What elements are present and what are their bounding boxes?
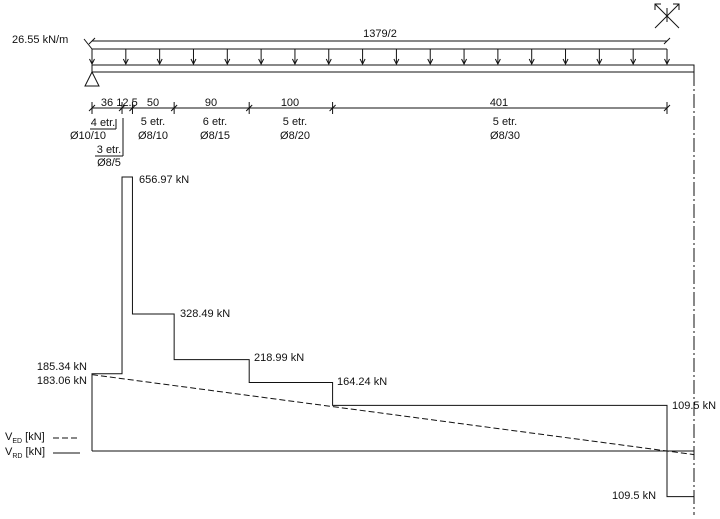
- vrd-label-5: 164.24 kN: [337, 376, 387, 388]
- load-arrow: [427, 49, 434, 66]
- load-arrow: [528, 49, 535, 66]
- load-arrow: [630, 49, 637, 66]
- ved-label-start: 183.06 kN: [37, 375, 87, 387]
- vrd-label-start: 185.34 kN: [37, 361, 87, 373]
- load-arrows: [89, 49, 670, 66]
- legend-vrd: VRD [kN]: [5, 446, 45, 460]
- span-dim-6: 401: [490, 97, 508, 109]
- stirrup-spec-2: Ø8/5: [97, 157, 121, 169]
- stirrup-spec-3: Ø8/10: [138, 130, 168, 142]
- stirrup-count-2: 3 etr.: [97, 144, 121, 156]
- load-label: 26.55 kN/m: [12, 34, 68, 46]
- load-arrow: [325, 49, 332, 66]
- stirrup-count-5: 5 etr.: [283, 116, 307, 128]
- vrd-envelope: [91, 176, 694, 498]
- load-arrow: [156, 49, 163, 66]
- span-dim-5: 100: [281, 97, 299, 109]
- span-dim-4: 90: [205, 97, 217, 109]
- legend-ved: VED [kN]: [5, 431, 45, 445]
- span-dim-2: 12.5: [116, 97, 137, 109]
- stirrup-spec-5: Ø8/20: [280, 130, 310, 142]
- stirrup-dimension-ticks: [88, 102, 671, 114]
- load-arrow: [122, 49, 129, 66]
- vrd-label-end: 109.5 kN: [672, 400, 716, 412]
- stirrup-count-4: 6 etr.: [203, 116, 227, 128]
- load-leader: [83, 38, 93, 50]
- half-length-label: 1379/2: [363, 28, 397, 40]
- span-dim-3: 50: [147, 97, 159, 109]
- legend: VED [kN] VRD [kN]: [5, 431, 80, 460]
- vrd-label-4: 218.99 kN: [254, 352, 304, 364]
- load-arrow: [291, 49, 298, 66]
- load-arrow: [258, 49, 265, 66]
- load-arrow: [224, 49, 231, 66]
- span-dim-1: 36: [101, 97, 113, 109]
- half-length-tick-right: [663, 37, 671, 45]
- ved-label-end: 109.5 kN: [612, 490, 656, 502]
- load-arrow: [190, 49, 197, 66]
- load-arrow: [393, 49, 400, 66]
- beam: [91, 64, 695, 73]
- stirrup-spec-4: Ø8/15: [200, 130, 230, 142]
- load-arrow: [494, 49, 501, 66]
- stirrup-count-3: 5 etr.: [141, 116, 165, 128]
- load-arrow: [461, 49, 468, 66]
- vrd-label-3: 328.49 kN: [180, 308, 230, 320]
- load-arrow: [562, 49, 569, 66]
- ved-line: [91, 374, 695, 456]
- load-arrow: [359, 49, 366, 66]
- pin-support-icon: [84, 70, 100, 87]
- stirrup-spec-1: Ø10/10: [70, 130, 106, 142]
- half-length-tick-left: [88, 37, 96, 45]
- load-arrow: [664, 49, 670, 66]
- stirrup-count-1: 4 etr.: [91, 117, 115, 129]
- vrd-label-peak: 656.97 kN: [139, 174, 189, 186]
- stirrup-spec-6: Ø8/30: [490, 130, 520, 142]
- stirrup-count-6: 5 etr.: [493, 116, 517, 128]
- symmetry-marker-icon: [654, 3, 680, 29]
- load-arrow: [89, 49, 95, 66]
- load-arrow: [596, 49, 603, 66]
